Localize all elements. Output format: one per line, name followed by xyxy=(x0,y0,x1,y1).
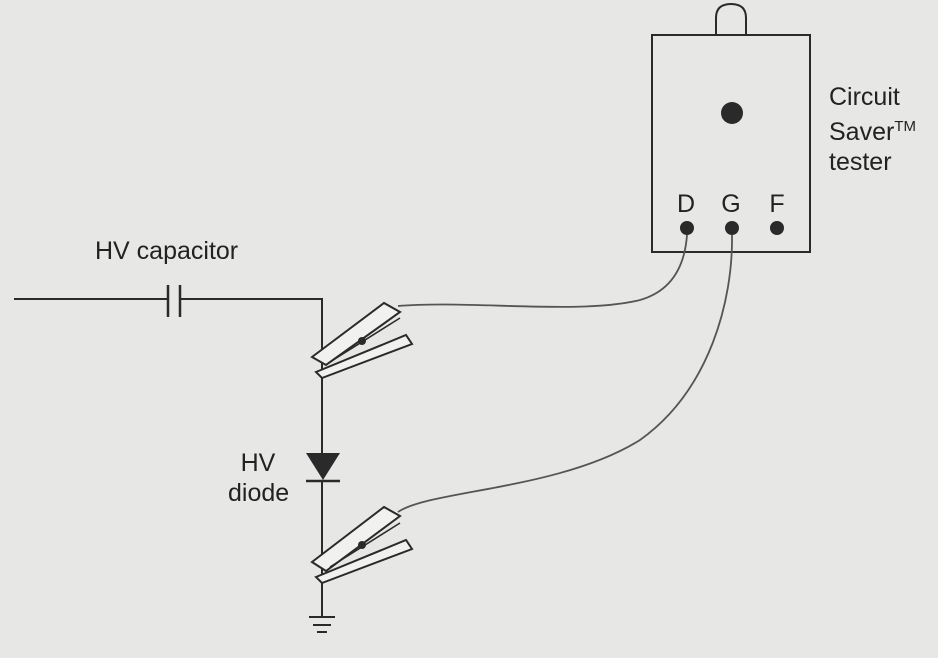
terminal-g-label: G xyxy=(721,190,741,218)
terminal-d-label: D xyxy=(676,190,696,218)
terminal-f-label: F xyxy=(769,190,785,218)
diode-symbol xyxy=(306,453,340,480)
alligator-clip-lower xyxy=(310,505,414,585)
trademark-superscript: TM xyxy=(894,118,916,135)
terminal-f-jack xyxy=(770,221,784,235)
capacitor-output-wire xyxy=(180,298,323,453)
tester-label-line2: SaverTM xyxy=(829,112,916,147)
alligator-clip-upper xyxy=(310,301,414,380)
diode-label: HV diode xyxy=(228,448,290,508)
tester-label-line3: tester xyxy=(829,148,892,176)
tester-box xyxy=(651,34,811,253)
terminal-g-jack xyxy=(725,221,739,235)
capacitor-label: HV capacitor xyxy=(95,237,239,265)
tester-label-saver: Saver xyxy=(829,118,895,146)
lead-wire-d xyxy=(397,234,688,308)
tester-indicator-led xyxy=(721,102,743,124)
tester-label-line1: Circuit xyxy=(829,83,900,111)
diode-label-line1: HV xyxy=(240,449,276,477)
terminal-d-jack xyxy=(680,221,694,235)
tester-lamp xyxy=(715,2,747,36)
tester-label: Circuit SaverTM tester xyxy=(829,82,916,177)
lead-wire-g xyxy=(397,234,733,513)
diode-label-line2: diode xyxy=(228,479,290,507)
